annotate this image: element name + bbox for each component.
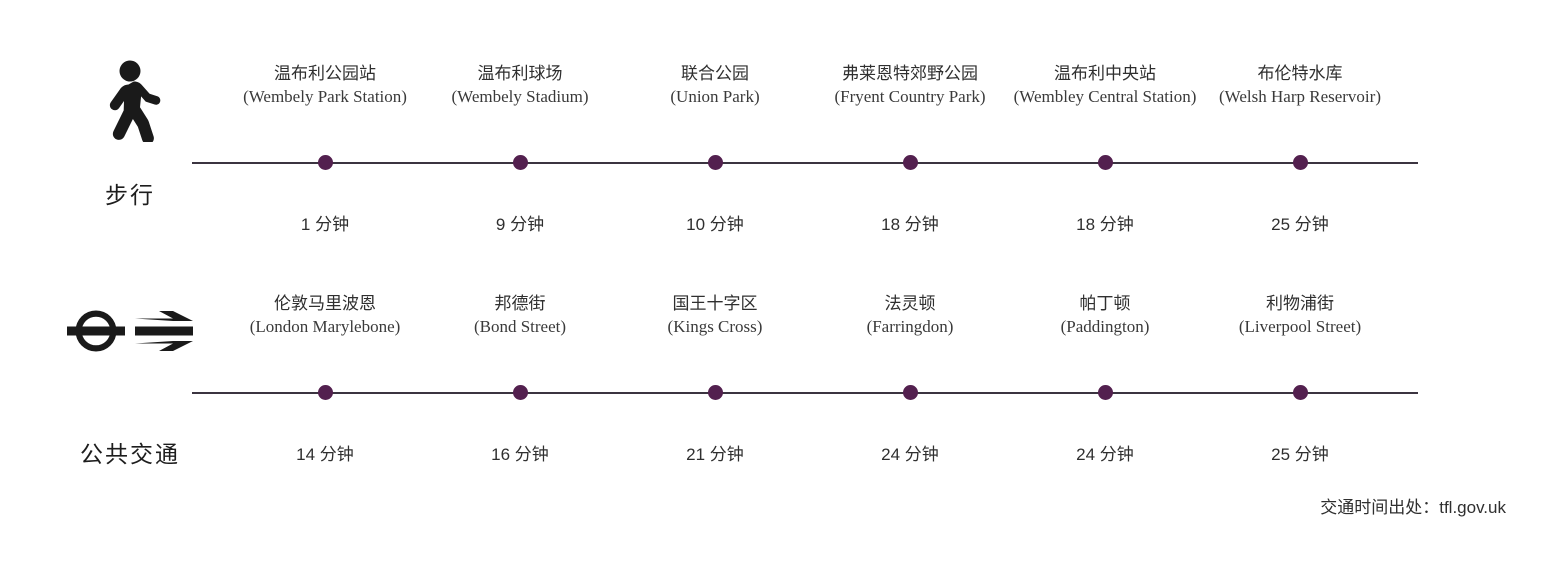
station-name-cn: 弗莱恩特郊野公园 bbox=[842, 64, 978, 83]
station-label: 伦敦马里波恩 (London Marylebone) bbox=[210, 293, 440, 339]
track-line bbox=[192, 392, 1418, 394]
mode-icons-public-transport bbox=[60, 285, 200, 377]
station-name-en: (Welsh Harp Reservoir) bbox=[1219, 86, 1381, 106]
travel-time: 21 分钟 bbox=[686, 445, 744, 464]
station-name-cn: 温布利公园站 bbox=[274, 64, 376, 83]
stop-dot[interactable] bbox=[707, 385, 723, 400]
station-name-en: (Farringdon) bbox=[866, 316, 954, 336]
travel-time: 14 分钟 bbox=[296, 445, 354, 464]
station-name-en: (Paddington) bbox=[1060, 316, 1150, 336]
station-name-en: (London Marylebone) bbox=[249, 316, 401, 336]
travel-time: 24 分钟 bbox=[881, 445, 939, 464]
station-name-en: (Union Park) bbox=[670, 86, 760, 106]
mode-label-walking: 步行 bbox=[105, 182, 155, 208]
station-times-walking: 1 分钟 9 分钟 10 分钟 18 分钟 18 分钟 25 分钟 bbox=[192, 210, 1418, 240]
station-label: 温布利球场 (Wembely Stadium) bbox=[405, 63, 635, 109]
timeline-track-public-transport bbox=[192, 383, 1418, 403]
travel-time: 25 分钟 bbox=[1271, 215, 1329, 234]
station-name-cn: 利物浦街 bbox=[1266, 294, 1334, 313]
station-label: 布伦特水库 (Welsh Harp Reservoir) bbox=[1185, 63, 1415, 109]
station-name-en: (Wembely Park Station) bbox=[243, 86, 407, 106]
station-name-cn: 国王十字区 bbox=[672, 294, 758, 313]
travel-time: 1 分钟 bbox=[300, 215, 350, 234]
station-label: 邦德街 (Bond Street) bbox=[405, 293, 635, 339]
mode-row-public-transport: 公共交通 伦敦马里波恩 (London Marylebone) 邦德街 (Bon… bbox=[0, 285, 1542, 480]
stop-dot[interactable] bbox=[707, 155, 723, 170]
national-rail-icon bbox=[135, 311, 193, 351]
travel-time: 24 分钟 bbox=[1076, 445, 1134, 464]
station-name-cn: 布伦特水库 bbox=[1257, 64, 1343, 83]
stop-dot[interactable] bbox=[1292, 385, 1308, 400]
underground-roundel-icon bbox=[67, 305, 125, 357]
station-label: 国王十字区 (Kings Cross) bbox=[600, 293, 830, 339]
mode-column-walking: 步行 bbox=[60, 55, 200, 210]
station-name-cn: 帕丁顿 bbox=[1079, 294, 1131, 313]
station-name-cn: 温布利中央站 bbox=[1054, 64, 1156, 83]
travel-time: 18 分钟 bbox=[881, 215, 939, 234]
travel-time: 25 分钟 bbox=[1271, 445, 1329, 464]
stop-dot[interactable] bbox=[902, 155, 918, 170]
stop-dot[interactable] bbox=[512, 385, 528, 400]
stop-dot[interactable] bbox=[317, 385, 333, 400]
travel-time: 10 分钟 bbox=[686, 215, 744, 234]
track-line bbox=[192, 162, 1418, 164]
source-footnote: 交通时间出处：tfl.gov.uk bbox=[1320, 498, 1506, 517]
station-label: 联合公园 (Union Park) bbox=[600, 63, 830, 109]
timeline-track-walking bbox=[192, 153, 1418, 173]
stop-dot[interactable] bbox=[1097, 155, 1113, 170]
station-name-cn: 伦敦马里波恩 bbox=[274, 294, 376, 313]
travel-time: 9 分钟 bbox=[495, 215, 545, 234]
stop-dot[interactable] bbox=[1097, 385, 1113, 400]
station-label: 帕丁顿 (Paddington) bbox=[990, 293, 1220, 339]
station-labels-walking: 温布利公园站 (Wembely Park Station) 温布利球场 (Wem… bbox=[192, 63, 1418, 153]
station-name-en: (Fryent Country Park) bbox=[834, 86, 986, 106]
station-name-en: (Bond Street) bbox=[473, 316, 567, 336]
mode-icons-walking bbox=[60, 55, 200, 147]
station-name-en: (Wembely Stadium) bbox=[451, 86, 589, 106]
station-label: 温布利中央站 (Wembley Central Station) bbox=[990, 63, 1220, 109]
stop-dot[interactable] bbox=[902, 385, 918, 400]
travel-time: 18 分钟 bbox=[1076, 215, 1134, 234]
stop-dot[interactable] bbox=[1292, 155, 1308, 170]
station-name-en: (Kings Cross) bbox=[667, 316, 763, 336]
stop-dot[interactable] bbox=[317, 155, 333, 170]
station-label: 法灵顿 (Farringdon) bbox=[795, 293, 1025, 339]
station-label: 弗莱恩特郊野公园 (Fryent Country Park) bbox=[795, 63, 1025, 109]
mode-label-public-transport: 公共交通 bbox=[80, 441, 180, 467]
station-name-cn: 邦德街 bbox=[494, 294, 546, 313]
travel-time: 16 分钟 bbox=[491, 445, 549, 464]
station-name-cn: 温布利球场 bbox=[477, 64, 563, 83]
station-times-public-transport: 14 分钟 16 分钟 21 分钟 24 分钟 24 分钟 25 分钟 bbox=[192, 440, 1418, 470]
mode-row-walking: 步行 温布利公园站 (Wembely Park Station) 温布利球场 (… bbox=[0, 55, 1542, 250]
stop-dot[interactable] bbox=[512, 155, 528, 170]
mode-column-public-transport: 公共交通 bbox=[60, 285, 200, 469]
pedestrian-icon bbox=[95, 60, 165, 142]
station-label: 利物浦街 (Liverpool Street) bbox=[1185, 293, 1415, 339]
station-label: 温布利公园站 (Wembely Park Station) bbox=[210, 63, 440, 109]
station-name-en: (Liverpool Street) bbox=[1238, 316, 1362, 336]
station-name-cn: 法灵顿 bbox=[884, 294, 936, 313]
station-name-cn: 联合公园 bbox=[681, 64, 749, 83]
station-name-en: (Wembley Central Station) bbox=[1013, 86, 1197, 106]
station-labels-public-transport: 伦敦马里波恩 (London Marylebone) 邦德街 (Bond Str… bbox=[192, 293, 1418, 383]
